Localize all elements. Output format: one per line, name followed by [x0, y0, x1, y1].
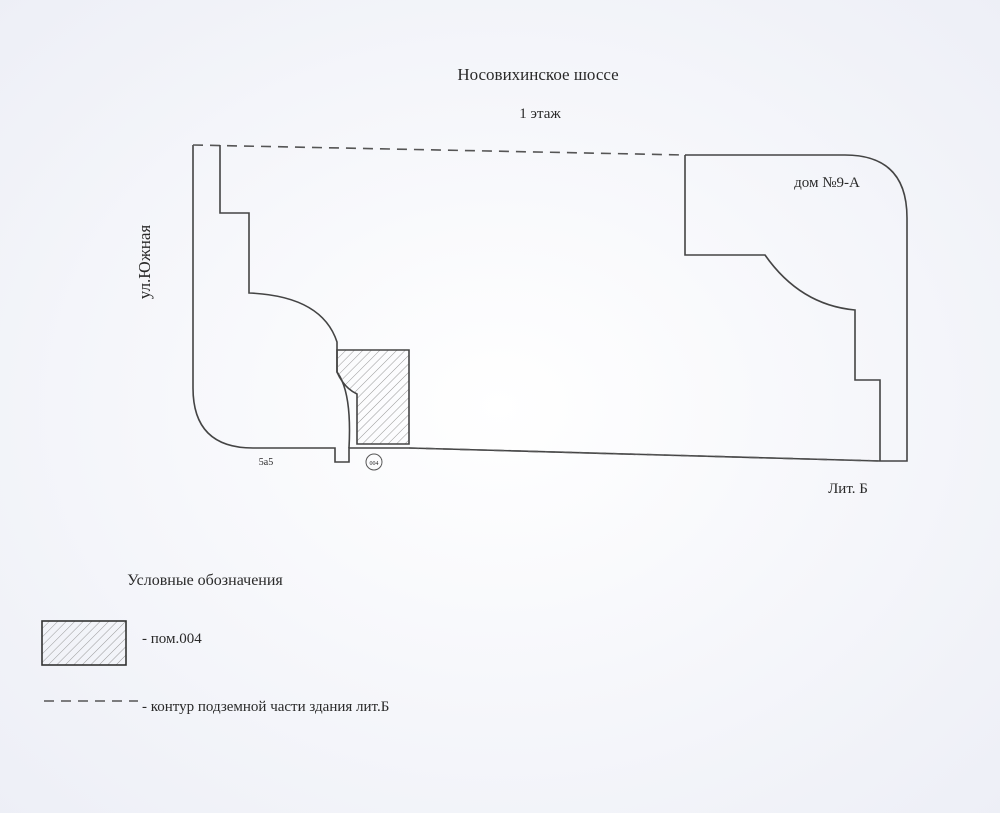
street-top-label: Носовихинское шоссе: [457, 65, 618, 84]
legend-item-contour: - контур подземной части здания лит.Б: [142, 699, 389, 715]
legend-hatch-swatch: [41, 620, 127, 666]
premises-marker-circle: [365, 453, 383, 471]
legend-item-premises: - пом.004: [142, 631, 202, 647]
underground-contour-top: [192, 144, 686, 156]
floor-label: 1 этаж: [519, 106, 561, 122]
underground-contour-bottom: [408, 447, 881, 462]
small-label-5a5: 5а5: [259, 457, 273, 468]
premises-marker-label: 004: [370, 461, 379, 467]
inner-left-outline: [219, 145, 351, 449]
house-9a-label: дом №9-А: [794, 175, 860, 191]
premises-004-hatched: [336, 349, 410, 445]
building-lit-b-label: Лит. Б: [828, 481, 868, 497]
inner-right-outline: [684, 155, 881, 461]
street-left-label: ул.Южная: [135, 225, 154, 300]
legend-title: Условные обозначения: [127, 572, 283, 589]
